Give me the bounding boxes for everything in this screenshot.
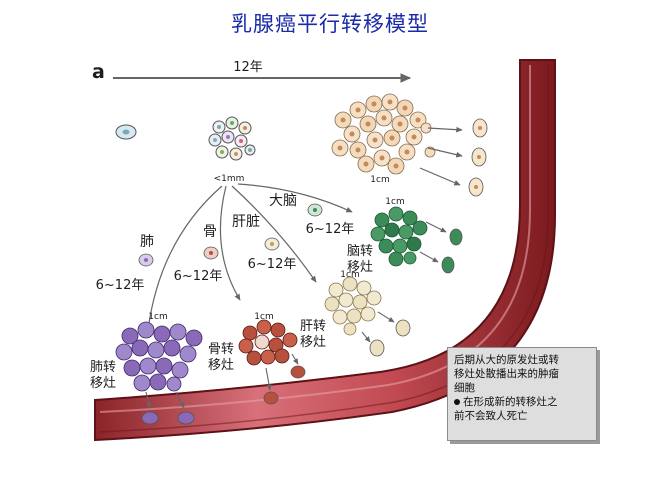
panel-letter: a [92,61,105,83]
met-label-liver-2: 移灶 [300,335,326,350]
legend-line-5: 前不会致人死亡 [454,410,528,422]
bone-arrows [265,353,299,391]
size-label-liver: 1cm [340,270,359,280]
met-label-brain-1: 脑转 [347,244,373,259]
dissemination-arrows [145,183,353,331]
small-primary-tumor [208,116,256,161]
organ-label-lung: 肺 [140,234,154,250]
lung-metastasis [115,321,203,392]
intravasation-arrows [419,126,463,186]
interval-label-brain: 6~12年 [306,222,355,237]
legend-line-2: 移灶处散播出来的肿瘤 [454,368,559,380]
met-label-bone-2: 移灶 [208,358,234,373]
timeline-label: 12年 [233,60,263,75]
size-label-bone: 1cm [254,312,273,322]
lung-arrows [145,391,185,409]
page-title: 乳腺癌平行转移模型 [231,12,429,36]
met-label-lung-1: 肺转 [90,360,116,375]
size-label-small: <1mm [214,174,245,184]
large-primary-tumor [331,93,436,175]
met-label-lung-2: 移灶 [90,376,116,391]
brain-arrows [419,221,447,263]
seeded-cells [138,203,323,267]
size-label-primary: 1cm [370,175,389,185]
size-label-lung: 1cm [148,312,167,322]
interval-label-liver: 6~12年 [248,257,297,272]
initial-tumor-cell [115,124,137,140]
size-label-brain: 1cm [385,197,404,207]
legend-line-3: 细胞 [454,382,475,394]
legend-line-4: 在形成新的转移灶之 [463,396,558,408]
met-label-bone-1: 骨转 [208,342,234,357]
legend-box: 后期从大的原发灶或转 移灶处散播出来的肿瘤 细胞 在形成新的转移灶之 前不会致人… [447,347,597,441]
organ-label-brain: 大脑 [269,193,297,209]
interval-label-bone: 6~12年 [174,269,223,284]
circulating-tumor-cells [141,118,488,425]
organ-label-liver: 肝脏 [232,214,260,230]
bullet-icon [454,399,460,405]
legend-line-1: 后期从大的原发灶或转 [454,354,559,366]
brain-metastasis [370,206,428,267]
liver-arrows [361,311,395,343]
bone-metastasis [238,319,298,366]
met-label-brain-2: 移灶 [347,260,373,275]
met-label-liver-1: 肝转 [300,319,326,334]
interval-label-lung: 6~12年 [96,278,145,293]
liver-metastasis [324,276,382,336]
organ-label-bone: 骨 [203,224,217,240]
